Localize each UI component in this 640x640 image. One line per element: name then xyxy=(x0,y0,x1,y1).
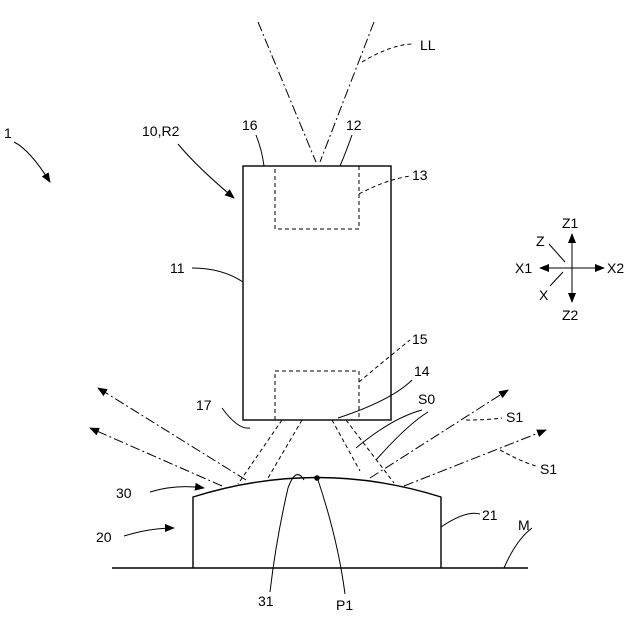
label-beam-s0: S0 xyxy=(418,391,435,407)
labels: 1 10,R2 16 12 LL 13 11 15 14 17 S0 S1 S1… xyxy=(4,37,624,613)
label-window-bottom: 14 xyxy=(414,363,430,379)
axis-x: X xyxy=(539,287,549,303)
label-device: 1 xyxy=(4,125,12,141)
element-15 xyxy=(275,371,359,420)
main-body-11 xyxy=(243,166,391,420)
axis-x-right: X2 xyxy=(607,260,624,276)
leader-lines xyxy=(14,44,536,594)
stage-body-21 xyxy=(193,478,441,569)
scattered-rays-left xyxy=(90,388,246,486)
element-13 xyxy=(275,166,359,229)
axis-z: Z xyxy=(536,233,545,249)
label-base: M xyxy=(518,517,530,533)
label-window-top: 12 xyxy=(346,117,362,133)
axis-z-up: Z1 xyxy=(562,215,579,231)
label-body: 11 xyxy=(170,260,185,276)
axis-indicator xyxy=(540,234,604,302)
label-top-face: 16 xyxy=(242,117,258,133)
label-unit: 10,R2 xyxy=(142,123,180,139)
label-element-top: 13 xyxy=(412,167,428,183)
emitted-light-cone xyxy=(238,420,394,484)
incoming-light-ll xyxy=(258,22,374,162)
label-surface: 30 xyxy=(116,485,132,501)
label-beam-s1-a: S1 xyxy=(506,409,523,425)
axis-x-left: X1 xyxy=(515,260,532,276)
label-stage: 20 xyxy=(96,529,112,545)
label-stage-body: 21 xyxy=(482,507,498,523)
label-light: LL xyxy=(420,37,436,53)
axis-z-down: Z2 xyxy=(562,307,579,323)
point-p1 xyxy=(314,475,320,481)
label-bottom-face: 17 xyxy=(196,397,212,413)
label-surface-point: 31 xyxy=(258,593,274,609)
label-point: P1 xyxy=(336,597,353,613)
label-beam-s1-b: S1 xyxy=(540,461,557,477)
label-element-bottom: 15 xyxy=(412,331,428,347)
